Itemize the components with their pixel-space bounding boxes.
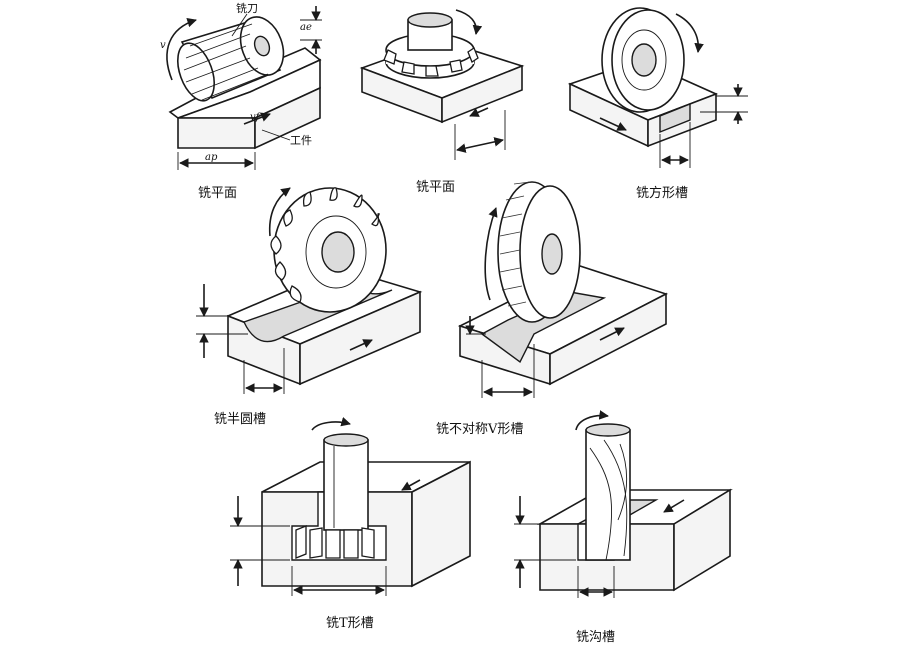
workpiece-label: 工件 <box>290 134 312 147</box>
caption-t-slot: 铣T形槽 <box>326 616 374 631</box>
caption-half-round-slot: 铣半圆槽 <box>214 412 267 427</box>
rotation-arrow <box>575 410 609 431</box>
slot <box>659 102 691 134</box>
rotation-arrow <box>166 17 197 81</box>
workpiece-front-face <box>177 117 256 149</box>
depth-label: ae <box>300 22 312 33</box>
caption-square-slot: 铣方形槽 <box>636 186 689 201</box>
caption-groove: 铣沟槽 <box>576 630 616 645</box>
op-half-round-slot <box>196 187 423 394</box>
caption-v-slot: 铣不对称V形槽 <box>436 422 524 437</box>
feed-arrow <box>401 479 421 491</box>
workpiece-leader <box>261 129 291 141</box>
feed-arrow <box>599 117 627 131</box>
op-t-slot <box>230 417 471 596</box>
feed-arrow <box>349 339 373 351</box>
feed-label: vf <box>250 112 260 123</box>
rotation-arrow <box>311 417 351 431</box>
feed-arrow <box>243 112 271 125</box>
op-face-milling <box>359 9 525 160</box>
cutter-label: 铣刀 <box>236 2 258 15</box>
face-mill-cutter <box>383 12 479 79</box>
rotation-arrow <box>484 207 498 301</box>
workpiece-side-face <box>549 292 667 386</box>
cutter-leader <box>231 13 248 37</box>
op-groove <box>514 410 733 598</box>
workpiece-side-face <box>411 460 471 588</box>
helical-cutter <box>176 16 285 102</box>
feed-arrow <box>469 107 489 117</box>
caption-face-mill: 铣平面 <box>198 186 238 201</box>
op-v-slot <box>457 181 669 398</box>
convex-cutter <box>270 187 387 313</box>
caption-end-face-mill: 铣平面 <box>416 180 456 195</box>
rotation-arrow <box>675 13 704 53</box>
workpiece-side-face <box>441 64 523 124</box>
rotation-arrow <box>268 187 291 237</box>
feed-arrow <box>599 327 625 341</box>
workpiece-side-face <box>673 488 731 592</box>
end-mill-cutter <box>585 423 631 561</box>
op-square-slot <box>567 7 748 168</box>
disc-cutter <box>601 7 685 113</box>
t-slot-cutter <box>295 433 375 559</box>
width-label: ap <box>205 152 218 163</box>
rotation-arrow <box>455 9 483 35</box>
feed-arrow <box>663 499 685 513</box>
v-groove <box>480 291 607 364</box>
op-plain-milling <box>166 6 322 170</box>
velocity-label: v <box>160 40 166 51</box>
workpiece-side-face <box>299 290 421 386</box>
angle-cutter <box>497 181 581 323</box>
